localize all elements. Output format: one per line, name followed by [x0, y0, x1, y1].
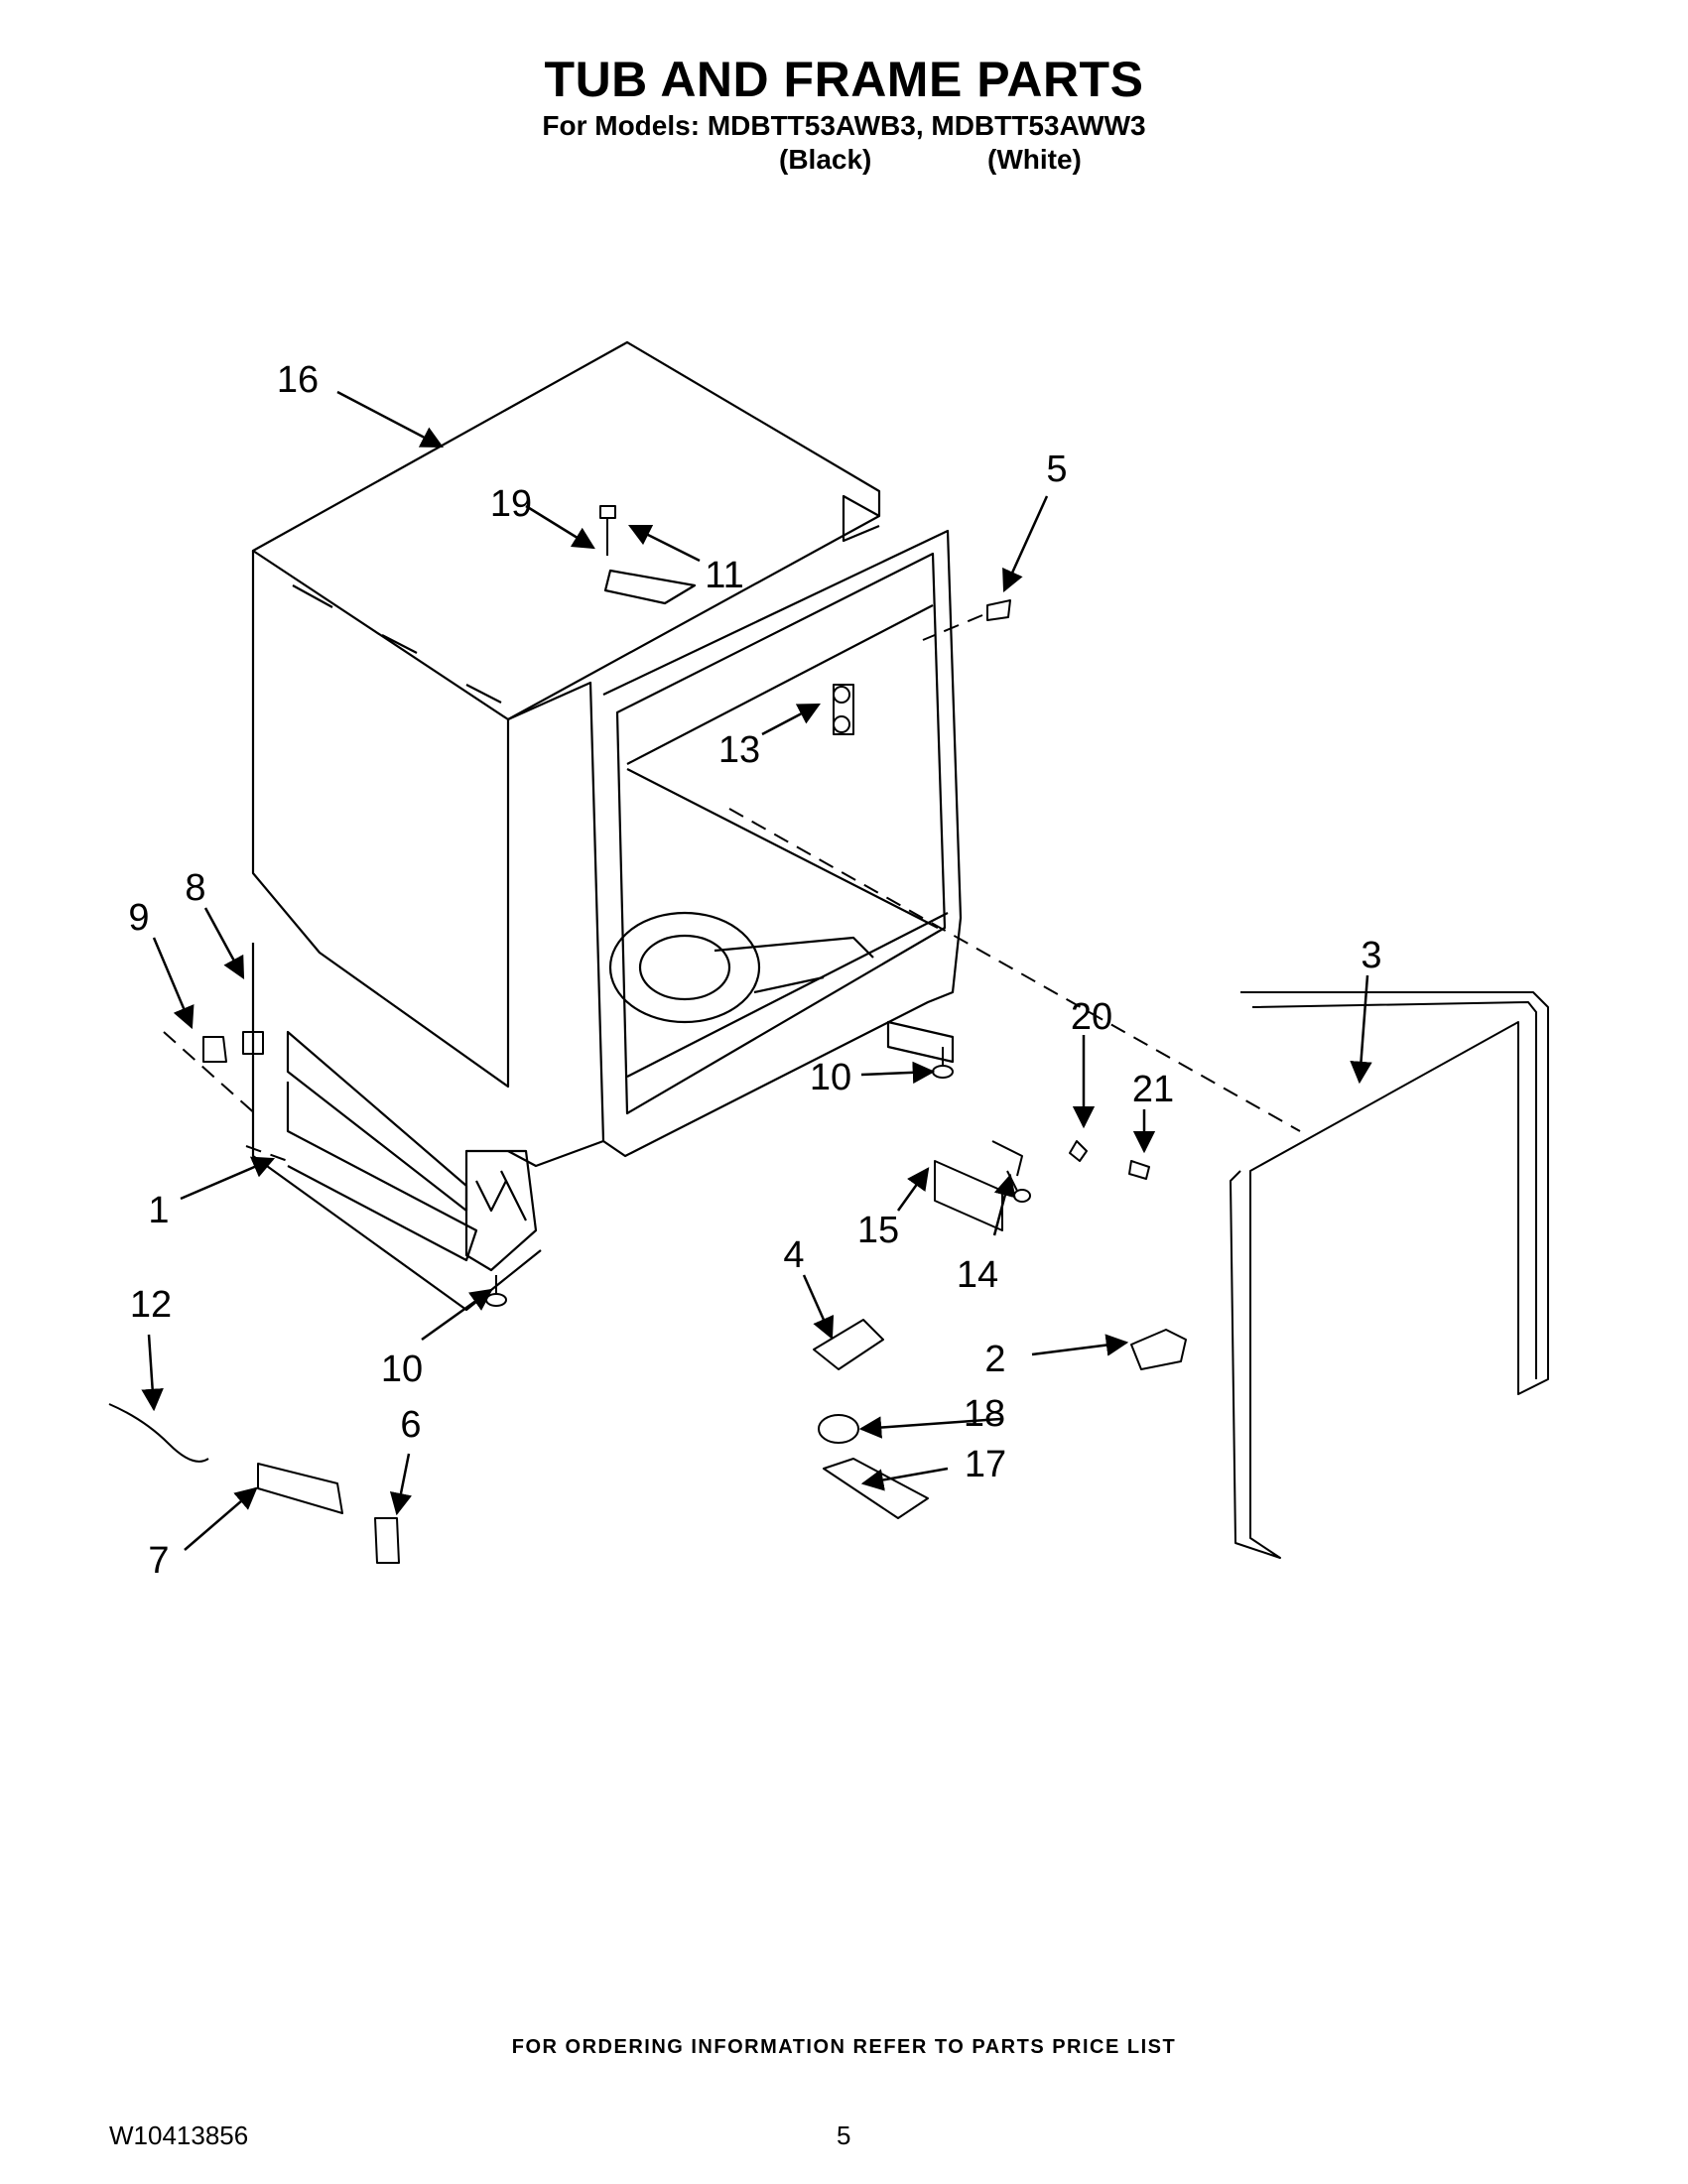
- page-number: 5: [837, 2120, 851, 2150]
- small-parts: [108, 505, 1549, 1564]
- callout-17: 17: [965, 1444, 1006, 1485]
- callout-labels: 16 19 11 5 13 8 9 3 20 21 10 15 14 1 4 2…: [128, 359, 1381, 1582]
- callout-2: 2: [984, 1339, 1005, 1380]
- callout-4: 4: [783, 1234, 804, 1276]
- ordering-note: FOR ORDERING INFORMATION REFER TO PARTS …: [511, 2036, 1177, 2058]
- callout-10-upper: 10: [810, 1057, 851, 1098]
- models-line: For Models: MDBTT53AWB3, MDBTT53AWW3: [542, 110, 1146, 141]
- callout-12: 12: [130, 1284, 172, 1326]
- page-title: TUB AND FRAME PARTS: [544, 52, 1144, 107]
- callout-14: 14: [957, 1254, 998, 1296]
- callout-13: 13: [718, 729, 760, 771]
- callout-1: 1: [148, 1190, 169, 1231]
- page-header: TUB AND FRAME PARTS For Models: MDBTT53A…: [0, 52, 1688, 143]
- callout-16: 16: [277, 359, 319, 401]
- callout-18: 18: [964, 1393, 1005, 1435]
- callout-11: 11: [705, 555, 743, 596]
- dashed-leaders: [163, 614, 1301, 1162]
- callout-20: 20: [1071, 996, 1112, 1038]
- callout-21: 21: [1132, 1069, 1174, 1110]
- callout-10-lower: 10: [381, 1349, 423, 1390]
- callout-6: 6: [400, 1404, 421, 1446]
- color-black-label: (Black): [779, 144, 872, 175]
- callout-15: 15: [857, 1210, 899, 1251]
- callout-7: 7: [148, 1540, 169, 1582]
- callout-3: 3: [1361, 935, 1381, 976]
- callout-5: 5: [1046, 449, 1067, 490]
- callout-9: 9: [128, 897, 149, 939]
- tub-assembly: [251, 340, 963, 1312]
- color-white-label: (White): [987, 144, 1082, 175]
- document-number: W10413856: [109, 2120, 249, 2150]
- callout-8: 8: [185, 867, 205, 909]
- callout-arrows: [141, 390, 1372, 1551]
- callout-19: 19: [490, 483, 532, 525]
